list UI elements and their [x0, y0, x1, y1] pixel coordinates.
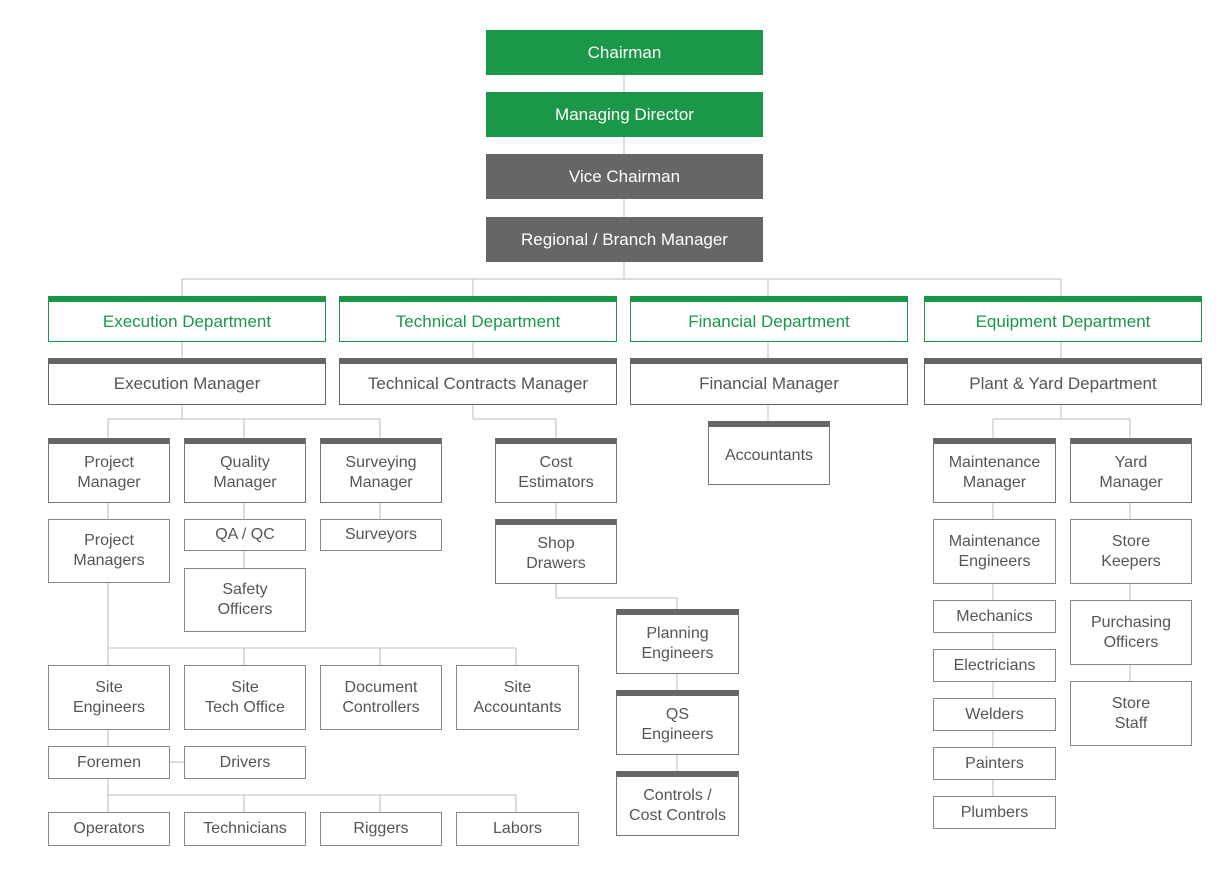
node-site-accountants: Site Accountants [456, 665, 579, 730]
node-painters: Painters [933, 747, 1056, 780]
node-chairman: Chairman [486, 30, 763, 75]
node-surveying-manager: Surveying Manager [320, 438, 442, 503]
node-riggers: Riggers [320, 812, 442, 846]
node-site-engineers: Site Engineers [48, 665, 170, 730]
node-safety-officers: Safety Officers [184, 568, 306, 632]
node-technical-department: Technical Department [339, 296, 617, 342]
node-quality-manager: Quality Manager [184, 438, 306, 503]
node-regional-branch-manager: Regional / Branch Manager [486, 217, 763, 262]
node-execution-department: Execution Department [48, 296, 326, 342]
node-controls-cost-controls: Controls / Cost Controls [616, 771, 739, 836]
node-project-managers: Project Managers [48, 519, 170, 583]
node-vice-chairman: Vice Chairman [486, 154, 763, 199]
node-yard-manager: Yard Manager [1070, 438, 1192, 503]
node-labors: Labors [456, 812, 579, 846]
node-equipment-department: Equipment Department [924, 296, 1202, 342]
node-cost-estimators: Cost Estimators [495, 438, 617, 503]
node-planning-engineers: Planning Engineers [616, 609, 739, 674]
node-qs-engineers: QS Engineers [616, 690, 739, 755]
node-purchasing-officers: Purchasing Officers [1070, 600, 1192, 665]
node-document-controllers: Document Controllers [320, 665, 442, 730]
node-electricians: Electricians [933, 649, 1056, 682]
node-project-manager: Project Manager [48, 438, 170, 503]
node-technicians: Technicians [184, 812, 306, 846]
node-plumbers: Plumbers [933, 796, 1056, 829]
node-operators: Operators [48, 812, 170, 846]
node-financial-department: Financial Department [630, 296, 908, 342]
node-shop-drawers: Shop Drawers [495, 519, 617, 584]
node-managing-director: Managing Director [486, 92, 763, 137]
node-plant-yard-department: Plant & Yard Department [924, 358, 1202, 405]
node-drivers: Drivers [184, 746, 306, 779]
node-welders: Welders [933, 698, 1056, 731]
node-foremen: Foremen [48, 746, 170, 779]
node-qa-qc: QA / QC [184, 519, 306, 551]
node-store-staff: Store Staff [1070, 681, 1192, 746]
node-site-tech-office: Site Tech Office [184, 665, 306, 730]
node-execution-manager: Execution Manager [48, 358, 326, 405]
node-accountants: Accountants [708, 421, 830, 485]
node-financial-manager: Financial Manager [630, 358, 908, 405]
node-mechanics: Mechanics [933, 600, 1056, 633]
node-surveyors: Surveyors [320, 519, 442, 551]
node-maintenance-manager: Maintenance Manager [933, 438, 1056, 503]
node-store-keepers: Store Keepers [1070, 519, 1192, 584]
node-technical-contracts-manager: Technical Contracts Manager [339, 358, 617, 405]
node-maintenance-engineers: Maintenance Engineers [933, 519, 1056, 584]
